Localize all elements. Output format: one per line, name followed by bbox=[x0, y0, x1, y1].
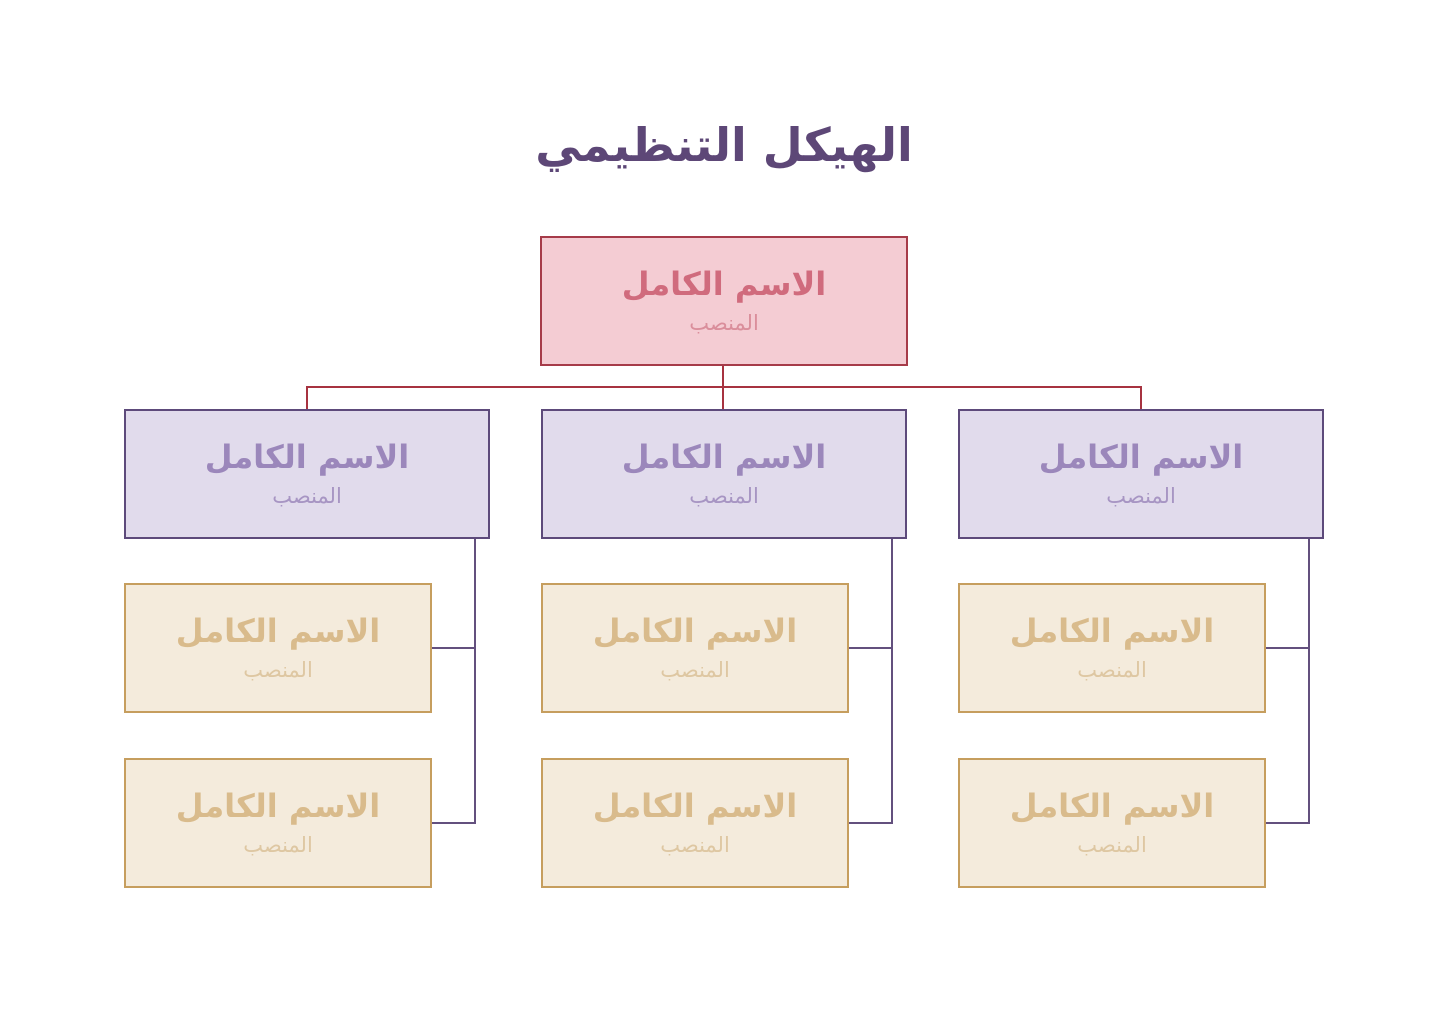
manager-node-2-name: الاسم الكامل bbox=[621, 438, 827, 476]
report-node-1a-name: الاسم الكامل bbox=[175, 612, 381, 650]
report-node-3b-role: المنصب bbox=[1077, 833, 1147, 857]
report-node-2b-name: الاسم الكامل bbox=[592, 787, 798, 825]
manager-node-1-name: الاسم الكامل bbox=[204, 438, 410, 476]
connector-branch-spine-2 bbox=[891, 539, 893, 824]
report-node-1a-role: المنصب bbox=[243, 658, 313, 682]
root-node-role: المنصب bbox=[689, 311, 759, 335]
report-node-3b[interactable]: الاسم الكامل المنصب bbox=[958, 758, 1266, 888]
report-node-1b[interactable]: الاسم الكامل المنصب bbox=[124, 758, 432, 888]
report-node-2a[interactable]: الاسم الكامل المنصب bbox=[541, 583, 849, 713]
report-node-1b-role: المنصب bbox=[243, 833, 313, 857]
connector-drop-manager-3 bbox=[1140, 386, 1142, 409]
manager-node-3-name: الاسم الكامل bbox=[1038, 438, 1244, 476]
report-node-3a-role: المنصب bbox=[1077, 658, 1147, 682]
connector-branch-stub-3a bbox=[1266, 647, 1310, 649]
manager-node-1[interactable]: الاسم الكامل المنصب bbox=[124, 409, 490, 539]
connector-drop-manager-2 bbox=[722, 386, 724, 409]
report-node-2b-role: المنصب bbox=[660, 833, 730, 857]
report-node-1b-name: الاسم الكامل bbox=[175, 787, 381, 825]
connector-root-rail bbox=[306, 386, 1142, 388]
root-node[interactable]: الاسم الكامل المنصب bbox=[540, 236, 908, 366]
report-node-2b[interactable]: الاسم الكامل المنصب bbox=[541, 758, 849, 888]
root-node-name: الاسم الكامل bbox=[621, 265, 827, 303]
report-node-1a[interactable]: الاسم الكامل المنصب bbox=[124, 583, 432, 713]
connector-branch-stub-2a bbox=[849, 647, 893, 649]
connector-branch-spine-1 bbox=[474, 539, 476, 824]
report-node-2a-role: المنصب bbox=[660, 658, 730, 682]
manager-node-2[interactable]: الاسم الكامل المنصب bbox=[541, 409, 907, 539]
connector-branch-stub-3b bbox=[1266, 822, 1310, 824]
report-node-3b-name: الاسم الكامل bbox=[1009, 787, 1215, 825]
connector-drop-manager-1 bbox=[306, 386, 308, 409]
manager-node-3-role: المنصب bbox=[1106, 484, 1176, 508]
connector-branch-stub-1a bbox=[432, 647, 476, 649]
connector-branch-stub-1b bbox=[432, 822, 476, 824]
manager-node-3[interactable]: الاسم الكامل المنصب bbox=[958, 409, 1324, 539]
connector-branch-stub-2b bbox=[849, 822, 893, 824]
connector-root-drop bbox=[722, 366, 724, 387]
manager-node-1-role: المنصب bbox=[272, 484, 342, 508]
page-title: الهيكل التنظيمي bbox=[535, 118, 913, 172]
report-node-3a[interactable]: الاسم الكامل المنصب bbox=[958, 583, 1266, 713]
connector-branch-spine-3 bbox=[1308, 539, 1310, 824]
manager-node-2-role: المنصب bbox=[689, 484, 759, 508]
report-node-2a-name: الاسم الكامل bbox=[592, 612, 798, 650]
report-node-3a-name: الاسم الكامل bbox=[1009, 612, 1215, 650]
